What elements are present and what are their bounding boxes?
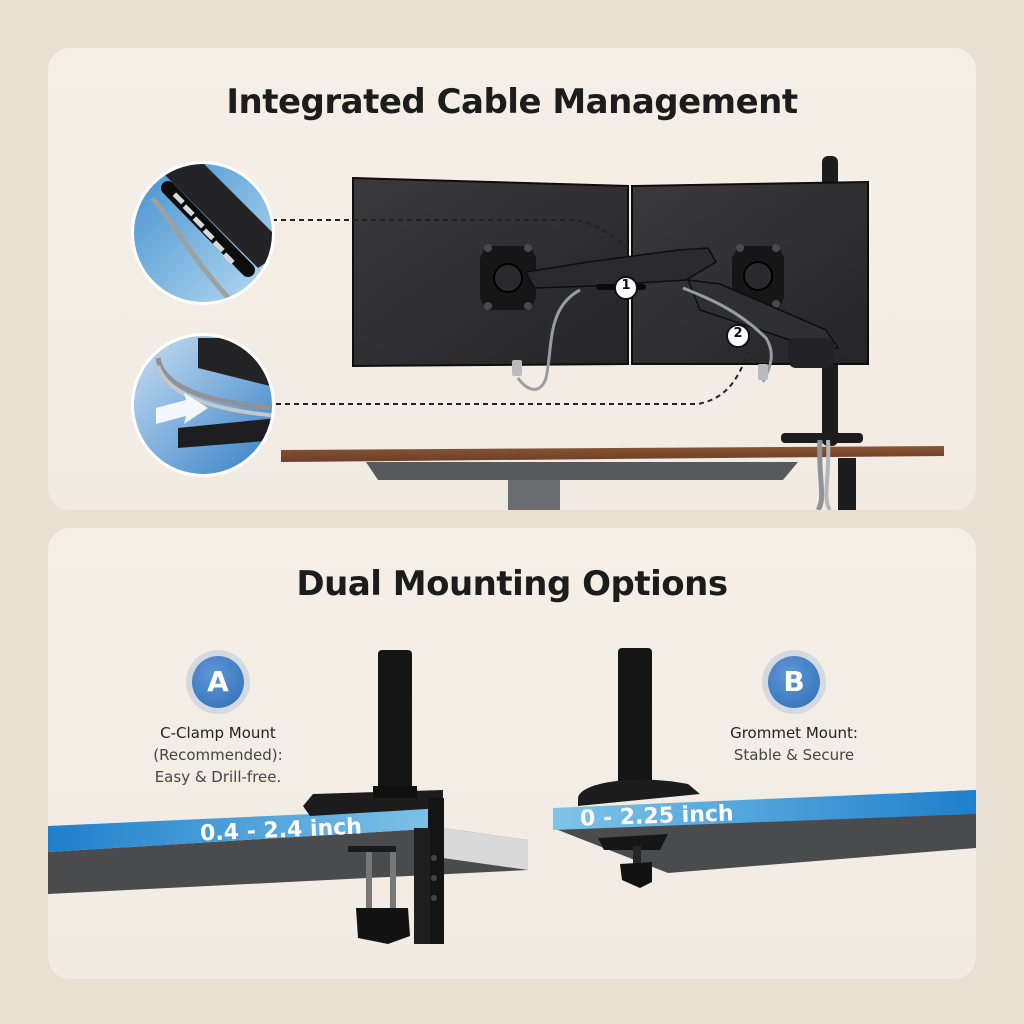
marker-1 [614, 276, 638, 300]
dual-monitor-scene [131, 156, 944, 510]
clamp-base [781, 433, 863, 443]
option-b-title: Grommet Mount: [730, 724, 858, 742]
marker-2 [726, 324, 750, 348]
mounting-options-panel: Dual Mounting Options [48, 528, 976, 979]
marker-2-label: 2 [733, 326, 743, 341]
mounting-options-title: Dual Mounting Options [296, 564, 728, 604]
arm-upper [524, 247, 718, 289]
desk-slab-left [48, 828, 528, 894]
desk-frame [366, 462, 798, 480]
option-b-range: 0 - 2.25 inch [579, 801, 734, 832]
desk-top [281, 446, 944, 462]
cable-management-title: Integrated Cable Management [226, 82, 798, 122]
cable-management-panel: Integrated Cable Management [48, 48, 976, 510]
badge-b: B [768, 656, 820, 708]
zoom-cable-clip [131, 333, 275, 477]
thickness-strip-b [553, 790, 976, 830]
badge-a: A [192, 656, 244, 708]
c-clamp [303, 786, 444, 944]
option-a-title: C-Clamp Mount [160, 724, 276, 742]
pole-a [378, 650, 412, 792]
clamp-body [838, 458, 856, 510]
zoom-cable-channel [131, 161, 275, 305]
pole-b [618, 648, 652, 788]
mount-scene [48, 648, 976, 944]
grommet-mount [578, 779, 700, 888]
option-a-line2: (Recommended): [153, 746, 283, 764]
marker-1-label: 1 [621, 278, 631, 293]
option-a-caption: C-Clamp Mount (Recommended): Easy & Dril… [118, 722, 318, 788]
option-b-line2: Stable & Secure [733, 746, 855, 764]
thickness-strip-a [48, 808, 443, 852]
vesa-plate-left [480, 244, 536, 310]
option-b-caption: Grommet Mount: Stable & Secure [694, 722, 894, 766]
arm-lower [686, 279, 840, 351]
option-a-line3: Easy & Drill-free. [154, 768, 282, 786]
